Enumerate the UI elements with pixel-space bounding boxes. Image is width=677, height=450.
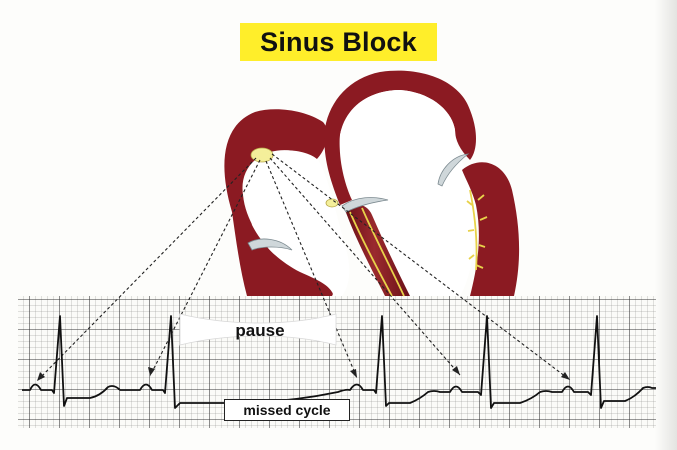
- ecg-trace: [22, 315, 656, 409]
- left-ventricle-wall: [462, 162, 520, 296]
- missed-cycle-box: missed cycle: [224, 399, 350, 421]
- pause-banner: [179, 313, 337, 346]
- impulse-arrowheads: [37, 366, 570, 381]
- ecg-grid: [18, 296, 656, 428]
- sa-node-impulse-lines: [36, 153, 571, 382]
- title-banner: Sinus Block: [240, 23, 437, 61]
- missed-cycle-label: missed cycle: [243, 402, 331, 418]
- av-node: [325, 198, 339, 208]
- left-heart-wall: [324, 70, 476, 205]
- heart-valves: [247, 153, 470, 251]
- diagram-title: Sinus Block: [260, 26, 417, 57]
- pause-label: pause: [235, 321, 285, 340]
- page-edge-shadow: [655, 0, 677, 450]
- heart-illustration: [224, 70, 520, 297]
- conduction-fibres: [349, 189, 488, 297]
